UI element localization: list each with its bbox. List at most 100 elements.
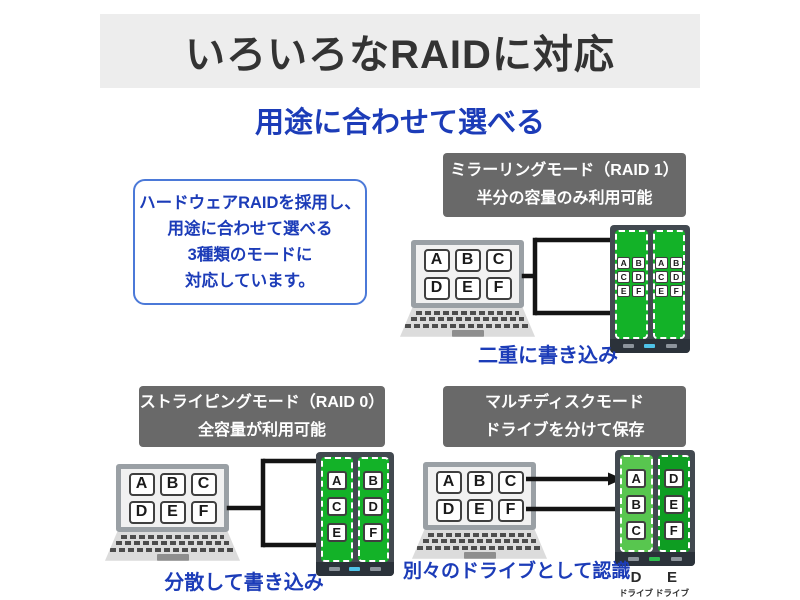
led-indicator: [628, 557, 640, 561]
led-indicator: [649, 557, 661, 561]
letter-chip: D: [363, 497, 384, 516]
laptop-trackpad: [451, 329, 484, 337]
letter-chip: E: [159, 500, 186, 524]
drive-e-letter: E: [666, 569, 677, 586]
raid0-mode-title: ストライピングモード（RAID 0）: [139, 393, 385, 411]
page-title-bar: いろいろなRAIDに対応: [100, 14, 700, 88]
letter-chip: E: [454, 276, 481, 300]
letter-chip: B: [626, 495, 647, 514]
intro-line: 3種類のモードに: [187, 246, 313, 264]
letter-chip: D: [423, 276, 450, 300]
enclosure-led-strip: [610, 339, 690, 353]
intro-note-box: ハードウェアRAIDを採用し、 用途に合わせて選べる 3種類のモードに 対応して…: [133, 179, 367, 305]
letter-chip: E: [663, 495, 684, 514]
letter-chip: F: [669, 285, 683, 297]
letter-chip: D: [669, 271, 683, 283]
drive-d-label: D ドライブ: [618, 569, 654, 599]
letter-chip: A: [626, 469, 647, 488]
letter-chip: A: [617, 257, 631, 269]
raid0-mode-subtitle: 全容量が利用可能: [197, 421, 326, 439]
letter-chip: F: [663, 521, 684, 540]
letter-chip: F: [363, 523, 384, 542]
page-subtitle: 用途に合わせて選べる: [254, 107, 545, 139]
laptop-keyboard: [412, 530, 547, 559]
letter-chip: F: [485, 276, 512, 300]
letter-chip: F: [190, 500, 217, 524]
led-indicator: [670, 557, 682, 561]
letter-chip: D: [663, 469, 684, 488]
letter-chip: E: [326, 523, 347, 542]
letter-chip: A: [423, 248, 450, 272]
laptop-keyboard: [105, 532, 240, 561]
letter-chip: E: [617, 285, 631, 297]
letter-chip: B: [669, 257, 683, 269]
raid1-mode-header: ミラーリングモード（RAID 1） 半分の容量のみ利用可能: [443, 153, 686, 217]
page-title: いろいろなRAIDに対応: [185, 33, 615, 77]
letter-chip: B: [632, 257, 646, 269]
letter-chip: B: [363, 471, 384, 490]
drive-d-letter: D: [630, 569, 642, 586]
letter-chip: C: [626, 521, 647, 540]
led-indicator: [644, 344, 656, 348]
led-indicator: [623, 344, 635, 348]
letter-chip: A: [654, 257, 668, 269]
letter-chip: F: [632, 285, 646, 297]
enclosure-led-strip: [316, 562, 394, 576]
intro-line: ハードウェアRAIDを採用し、: [139, 193, 361, 212]
led-indicator: [349, 567, 361, 571]
letter-chip: B: [159, 472, 186, 496]
raid1-mode-title: ミラーリングモード（RAID 1）: [450, 162, 679, 179]
intro-line: 用途に合わせて選べる: [167, 219, 333, 238]
letter-chip: D: [128, 500, 155, 524]
multidisk-mode-subtitle: ドライブを分けて保存: [484, 421, 645, 439]
letter-chip: C: [654, 271, 668, 283]
letter-chip: C: [485, 248, 512, 272]
letter-chip: D: [632, 271, 646, 283]
intro-line: 対応しています。: [185, 272, 315, 291]
led-indicator: [370, 567, 382, 571]
enclosure-led-strip: [615, 552, 695, 566]
drive-e-suffix: ドライブ: [654, 588, 689, 598]
led-indicator: [665, 344, 677, 348]
raid1-mode-subtitle: 半分の容量のみ利用可能: [476, 190, 653, 207]
drive-d-suffix: ドライブ: [618, 588, 653, 598]
letter-chip: E: [466, 498, 493, 522]
letter-chip: D: [435, 498, 462, 522]
letter-chip: B: [466, 470, 493, 494]
raid0-mode-header: ストライピングモード（RAID 0） 全容量が利用可能: [139, 386, 385, 447]
letter-chip: A: [326, 471, 347, 490]
laptop-trackpad: [156, 553, 189, 561]
letter-chip: F: [497, 498, 524, 522]
laptop-keyboard: [400, 308, 535, 337]
led-indicator: [328, 567, 340, 571]
multidisk-caption: 別々のドライブとして認識: [403, 561, 631, 582]
drive-e-label: E ドライブ: [654, 569, 690, 599]
letter-chip: C: [190, 472, 217, 496]
letter-chip: E: [654, 285, 668, 297]
